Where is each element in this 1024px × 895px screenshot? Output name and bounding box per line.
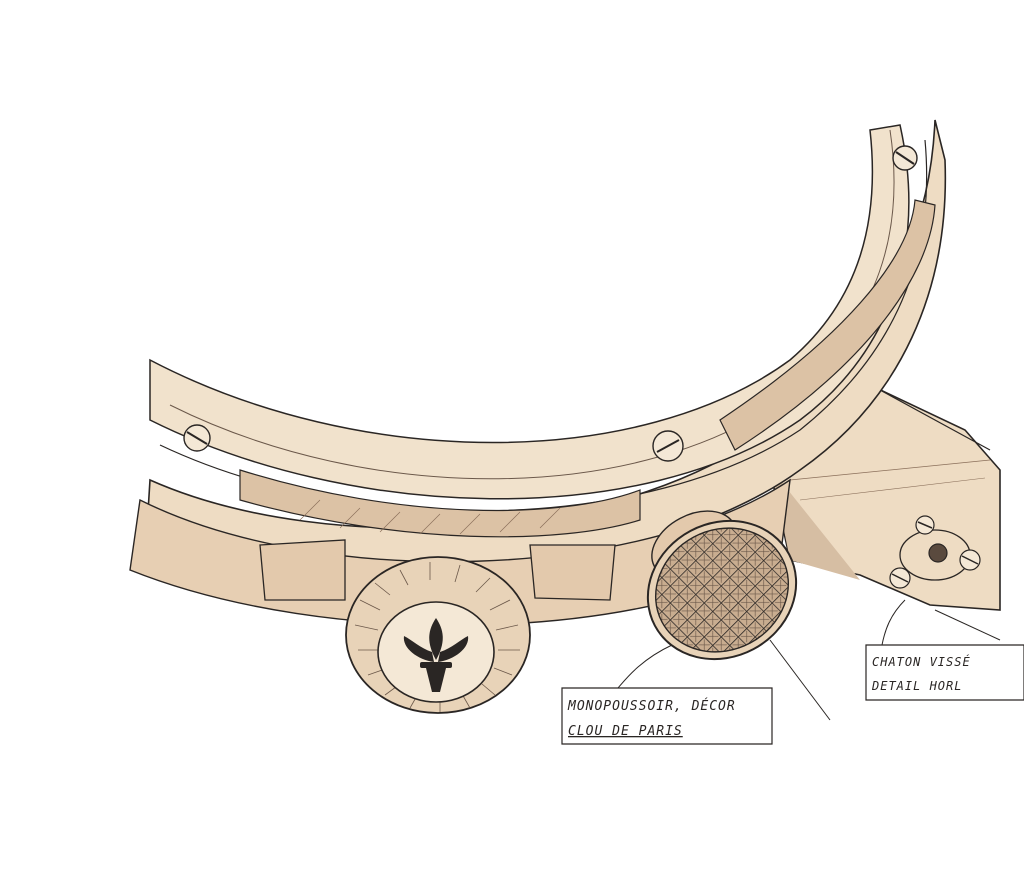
pusher-annotation-line1: MONOPOUSSOIR, DÉCOR — [567, 698, 736, 714]
slotted-screw-icon — [183, 424, 211, 452]
leader-lines — [617, 599, 1001, 721]
chaton-annotation-line2: DETAIL HORL — [871, 679, 962, 693]
chaton-annotation-line1: CHATON VISSÉ — [872, 654, 971, 669]
chaton — [889, 515, 981, 589]
pusher-annotation-line2: CLOU DE PARIS — [568, 724, 683, 739]
crown — [345, 556, 531, 714]
slotted-screw-icon — [892, 145, 918, 171]
slotted-screw-icon — [652, 430, 684, 462]
fleur-de-lis-icon — [403, 618, 469, 692]
pusher-annotation: MONOPOUSSOIR, DÉCOR CLOU DE PARIS — [561, 687, 773, 745]
chaton-annotation: CHATON VISSÉ DETAIL HORL — [865, 644, 1024, 701]
crown-guard — [259, 539, 616, 601]
